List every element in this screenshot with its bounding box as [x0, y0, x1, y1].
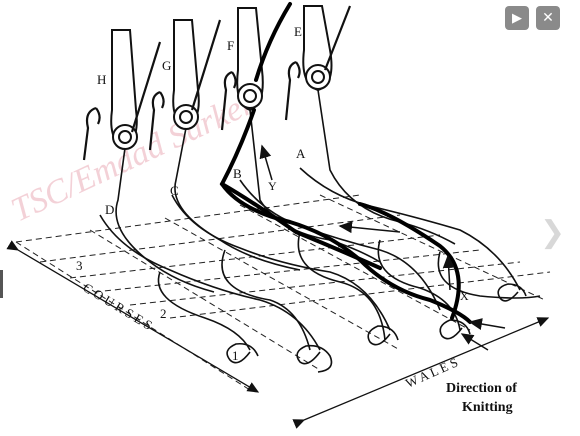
courses-label: C O U R S E S	[80, 280, 155, 333]
loop-label-a: A	[296, 146, 306, 161]
needle-label-e: E	[294, 24, 302, 39]
point-y-label: Y	[268, 179, 277, 193]
latches	[82, 5, 352, 161]
wales-axis	[292, 317, 550, 429]
close-icon: ✕	[542, 10, 554, 26]
needles	[110, 5, 333, 150]
courses-axis	[6, 240, 260, 393]
needle-label-g: G	[162, 58, 171, 73]
motion-arrows	[259, 144, 506, 330]
direction-label-line2: Knitting	[462, 400, 513, 415]
direction-label-line1: Direction of	[446, 381, 517, 396]
direction-arrow	[460, 333, 489, 351]
loop-label-b: B	[233, 166, 242, 181]
loop-label-d: D	[105, 202, 114, 217]
loop-label-c: C	[170, 183, 179, 198]
feed-yarn	[219, 2, 472, 324]
course-number-1: 1	[232, 348, 239, 363]
close-button[interactable]: ✕	[536, 6, 560, 30]
play-icon: ▶	[512, 10, 522, 26]
next-chevron-icon[interactable]: ❯	[540, 215, 566, 250]
point-x-label: X	[460, 289, 469, 303]
left-edge-marker	[0, 270, 3, 298]
needle-label-h: H	[97, 72, 106, 87]
course-number-3: 3	[76, 258, 83, 273]
play-button[interactable]: ▶	[505, 6, 529, 30]
needle-label-f: F	[227, 38, 234, 53]
course-number-2: 2	[160, 306, 167, 321]
